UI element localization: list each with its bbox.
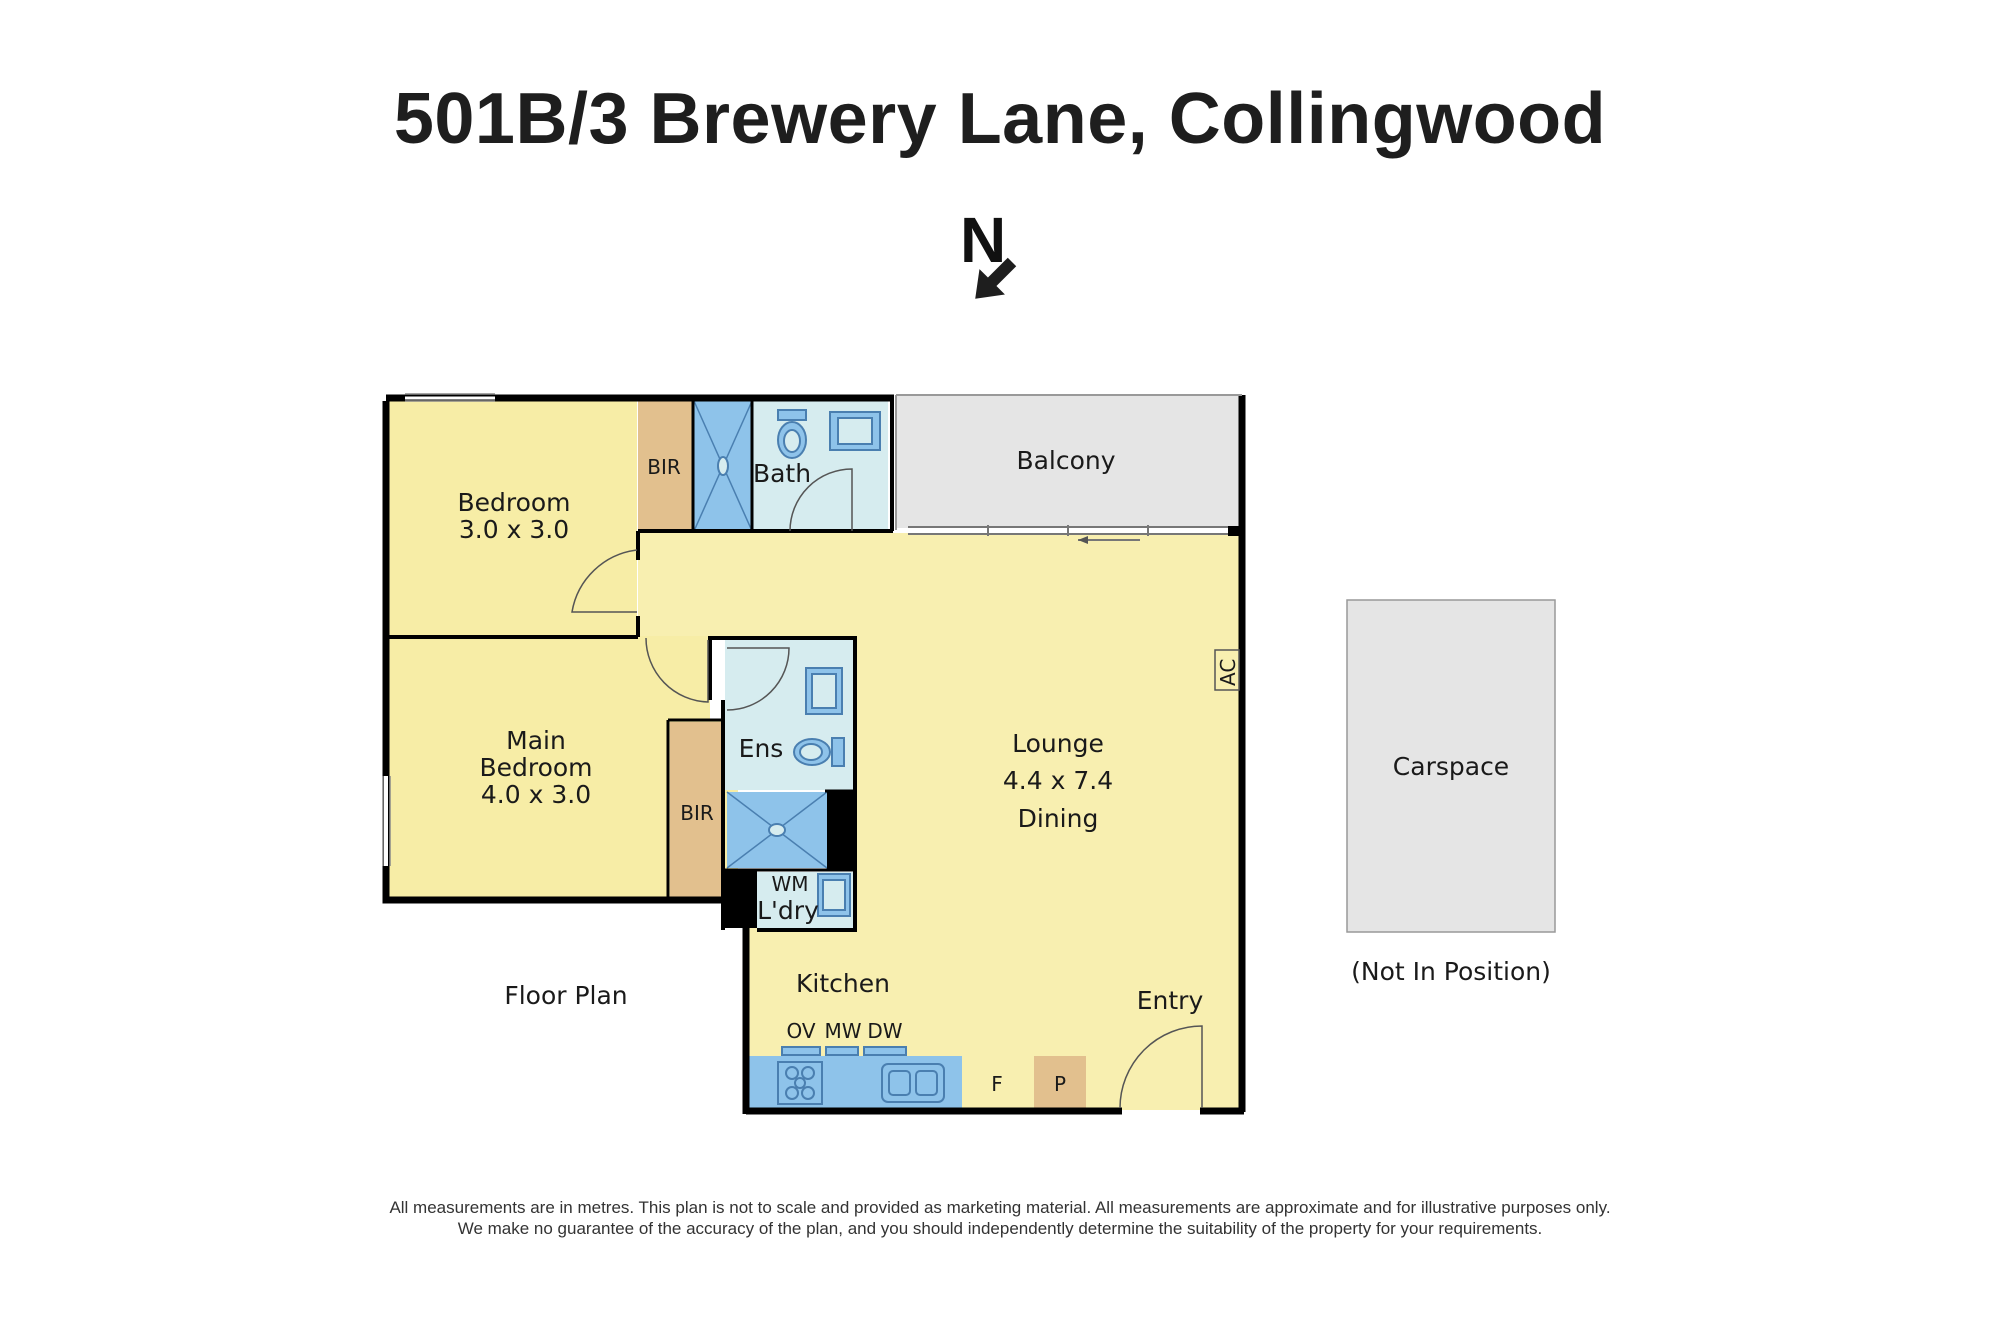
compass: N — [960, 204, 1017, 299]
balcony-area — [896, 395, 1242, 528]
main-bedroom-area — [389, 636, 738, 900]
bedroom-area — [389, 401, 637, 635]
carspace-label: Carspace — [1393, 752, 1509, 781]
laundry-label: L'dry — [757, 896, 819, 925]
carspace-note: (Not In Position) — [1351, 957, 1551, 986]
lounge-area — [638, 533, 1240, 1110]
bath-door — [789, 468, 853, 532]
main-bedroom-size: 4.0 x 3.0 — [481, 780, 591, 809]
pantry-area — [1034, 1056, 1086, 1108]
ensuite-drain-icon — [768, 823, 786, 837]
bir2-area — [670, 722, 723, 900]
north-arrow-icon — [975, 257, 1017, 299]
bir1-label: BIR — [647, 455, 681, 479]
sink-icon — [881, 1063, 945, 1103]
oven-label: OV — [786, 1019, 815, 1043]
balcony-label: Balcony — [1016, 446, 1115, 475]
page-title: 501B/3 Brewery Lane, Collingwood — [393, 79, 1607, 159]
walls — [382, 393, 1246, 1115]
ensuite-toilet-icon — [793, 737, 845, 767]
bir1-area — [638, 401, 693, 531]
main-bedroom-door — [645, 637, 709, 703]
disclaimer-line-1: All measurements are in metres. This pla… — [389, 1198, 1611, 1217]
kitchen-label: Kitchen — [796, 969, 890, 998]
disclaimer: All measurements are in metres. This pla… — [0, 1197, 2000, 1239]
main-bedroom-label-2: Bedroom — [479, 753, 592, 782]
ac-unit — [1214, 649, 1240, 691]
bath-label: Bath — [753, 459, 811, 488]
ac-label: AC — [1216, 659, 1240, 686]
fridge-label: F — [991, 1072, 1003, 1096]
entry-label: Entry — [1137, 986, 1204, 1015]
main-bedroom-label-1: Main — [506, 726, 566, 755]
bedroom-size: 3.0 x 3.0 — [459, 515, 569, 544]
lounge-label: Lounge — [1012, 729, 1104, 758]
fixtures — [693, 400, 945, 1105]
carspace-area — [1346, 599, 1556, 933]
floor-plan-label: Floor Plan — [504, 981, 627, 1010]
labels: Bedroom 3.0 x 3.0 BIR Bath Balcony Main … — [457, 446, 1550, 1096]
ensuite-label: Ens — [739, 734, 784, 763]
north-label: N — [960, 204, 1006, 276]
bath-toilet-icon — [777, 409, 807, 459]
disclaimer-line-2: We make no guarantee of the accuracy of … — [457, 1219, 1543, 1238]
cooktop-icon — [777, 1061, 823, 1105]
lounge-size: 4.4 x 7.4 — [1003, 766, 1113, 795]
dining-label: Dining — [1018, 804, 1099, 833]
bir2-label: BIR — [680, 801, 714, 825]
dishwasher-label: DW — [867, 1019, 902, 1043]
pantry-label: P — [1054, 1072, 1066, 1096]
bedroom-label: Bedroom — [457, 488, 570, 517]
entry-door — [1119, 1025, 1203, 1109]
doors — [571, 468, 1203, 1109]
microwave-label: MW — [824, 1019, 861, 1043]
bedroom-door — [571, 549, 638, 613]
ensuite-door — [726, 647, 790, 711]
washing-machine-label: WM — [771, 872, 808, 896]
bath-drain-icon — [717, 456, 729, 476]
